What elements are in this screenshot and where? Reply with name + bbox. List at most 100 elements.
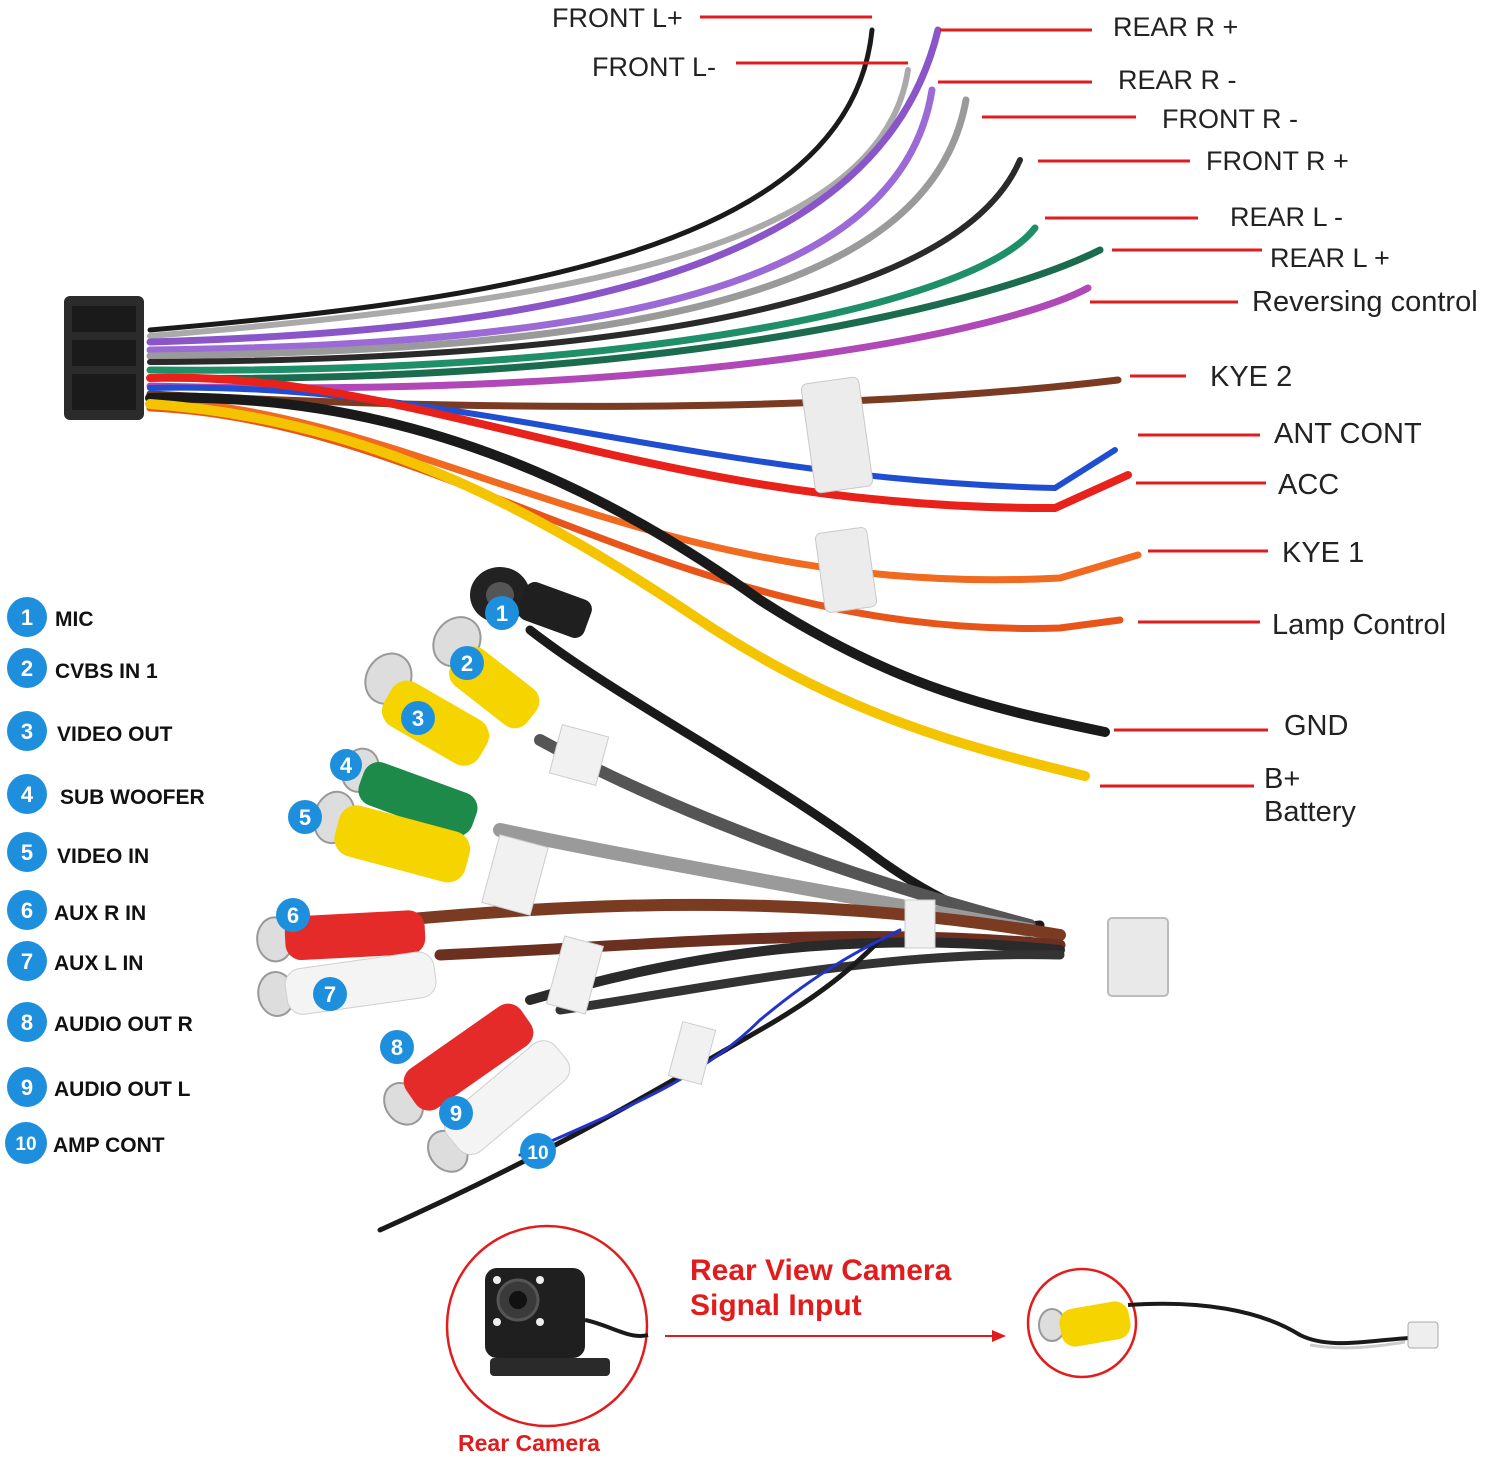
legend-item-aux-l-in: 7 AUX L IN bbox=[7, 941, 143, 981]
svg-text:AUDIO OUT L: AUDIO OUT L bbox=[54, 1078, 191, 1101]
wire-tag bbox=[814, 527, 878, 613]
legend-item-audio-out-l: 9 AUDIO OUT L bbox=[7, 1067, 191, 1107]
camera-icon bbox=[485, 1268, 649, 1376]
plug-badge-5: 5 bbox=[288, 800, 322, 834]
legend: 1 MIC 2 CVBS IN 1 3 VIDEO OUT 4 SUB WOOFER 5… bbox=[5, 597, 205, 1164]
label-acc: ACC bbox=[1278, 469, 1339, 501]
wire-tag bbox=[481, 834, 549, 916]
svg-text:2: 2 bbox=[461, 651, 473, 676]
svg-text:3: 3 bbox=[21, 719, 33, 744]
label-kye1: KYE 1 bbox=[1282, 537, 1364, 569]
legend-item-amp-cont: 10 AMP CONT bbox=[5, 1122, 165, 1164]
plug-badge-9: 9 bbox=[439, 1096, 473, 1130]
wire-blue-ant bbox=[147, 384, 1118, 492]
svg-text:SUB WOOFER: SUB WOOFER bbox=[60, 786, 205, 809]
wire-green-rear-l-minus bbox=[146, 224, 1039, 374]
rear-camera-section: Rear Camera Rear View Camera Signal Inpu… bbox=[445, 1224, 1439, 1456]
rca-plug-9 bbox=[427, 1040, 571, 1173]
svg-text:9: 9 bbox=[450, 1101, 462, 1126]
svg-text:2: 2 bbox=[21, 656, 33, 681]
wire-orange-kye1 bbox=[146, 396, 1142, 584]
label-reversing-control: Reversing control bbox=[1252, 286, 1478, 318]
wire-black-front-l-plus bbox=[147, 27, 875, 333]
wire-tag bbox=[667, 1020, 717, 1086]
svg-text:7: 7 bbox=[324, 982, 336, 1007]
wire-tag bbox=[546, 935, 604, 1015]
svg-text:8: 8 bbox=[391, 1035, 403, 1060]
wire-yellow-bplus bbox=[145, 399, 1090, 781]
rca-harness-connector bbox=[1107, 917, 1169, 997]
plug-badge-6: 6 bbox=[276, 898, 310, 932]
legend-item-video-in: 5 VIDEO IN bbox=[7, 832, 149, 872]
svg-text:VIDEO OUT: VIDEO OUT bbox=[57, 723, 173, 746]
legend-item-mic: 1 MIC bbox=[7, 597, 94, 637]
plug-badge-4: 4 bbox=[330, 749, 362, 781]
svg-text:5: 5 bbox=[21, 840, 33, 865]
svg-text:4: 4 bbox=[340, 753, 353, 778]
plug-badge-1: 1 bbox=[485, 596, 519, 630]
wire-green-rear-l-plus bbox=[146, 246, 1104, 382]
plug-badges: 1 2 3 4 5 6 7 8 9 10 bbox=[276, 596, 556, 1169]
svg-text:1: 1 bbox=[21, 605, 33, 630]
wire-black-front-r-plus bbox=[147, 157, 1023, 365]
label-rear-l-minus: REAR L - bbox=[1230, 202, 1343, 232]
label-lamp-control: Lamp Control bbox=[1272, 609, 1446, 641]
plug-badge-2: 2 bbox=[450, 646, 484, 680]
svg-text:AUX R IN: AUX R IN bbox=[54, 902, 146, 925]
label-bplus: B+ bbox=[1264, 763, 1300, 795]
svg-text:7: 7 bbox=[21, 949, 33, 974]
legend-item-cvbs-in-1: 2 CVBS IN 1 bbox=[7, 648, 158, 688]
svg-text:AUX L IN: AUX L IN bbox=[54, 952, 143, 975]
label-front-l-plus: FRONT L+ bbox=[552, 3, 683, 33]
svg-text:3: 3 bbox=[412, 706, 424, 731]
label-kye2: KYE 2 bbox=[1210, 361, 1292, 393]
rca-plug-8 bbox=[383, 1003, 534, 1126]
rca-harness-wires bbox=[377, 625, 1066, 1233]
plug-badge-10: 10 bbox=[520, 1133, 556, 1169]
plug-badge-3: 3 bbox=[401, 701, 435, 735]
rca-plug-5 bbox=[312, 790, 471, 883]
signal-input-cable bbox=[1038, 1301, 1439, 1350]
svg-text:1: 1 bbox=[496, 601, 508, 626]
legend-item-aux-r-in: 6 AUX R IN bbox=[7, 890, 146, 930]
signal-title-line1: Rear View Camera bbox=[690, 1254, 952, 1287]
label-front-l-minus: FRONT L- bbox=[592, 52, 716, 82]
rear-camera-caption: Rear Camera bbox=[458, 1430, 600, 1456]
wire-gray-front-l-minus bbox=[147, 67, 911, 339]
plug-badge-8: 8 bbox=[380, 1030, 414, 1064]
wire-purple-rear-r-plus bbox=[146, 26, 942, 346]
svg-text:CVBS IN 1: CVBS IN 1 bbox=[55, 660, 158, 683]
plug-badge-7: 7 bbox=[313, 977, 347, 1011]
wire-brown-kye2 bbox=[146, 376, 1122, 410]
rca-plugs bbox=[256, 616, 571, 1173]
legend-item-video-out: 3 VIDEO OUT bbox=[7, 711, 173, 751]
label-rear-l-plus: REAR L + bbox=[1270, 243, 1390, 273]
leader-lines bbox=[700, 15, 1268, 788]
label-rear-r-minus: REAR R - bbox=[1118, 65, 1237, 95]
svg-text:10: 10 bbox=[527, 1143, 548, 1164]
rca-plug-6 bbox=[256, 910, 426, 963]
svg-text:5: 5 bbox=[299, 805, 311, 830]
signal-title-line2: Signal Input bbox=[690, 1289, 862, 1322]
wire-tag bbox=[800, 376, 874, 494]
label-ant-cont: ANT CONT bbox=[1274, 418, 1422, 450]
label-rear-r-plus: REAR R + bbox=[1113, 12, 1238, 42]
svg-text:AMP CONT: AMP CONT bbox=[53, 1134, 165, 1157]
svg-text:6: 6 bbox=[21, 898, 33, 923]
svg-text:9: 9 bbox=[21, 1075, 33, 1100]
wire-violet-reversing bbox=[146, 284, 1092, 392]
svg-text:4: 4 bbox=[21, 782, 34, 807]
rca-plug-3 bbox=[364, 652, 490, 766]
svg-text:10: 10 bbox=[15, 1134, 36, 1155]
wire-gray-front-r-minus bbox=[146, 96, 970, 360]
svg-text:VIDEO IN: VIDEO IN bbox=[57, 845, 149, 868]
legend-item-sub-woofer: 4 SUB WOOFER bbox=[7, 774, 205, 814]
label-gnd: GND bbox=[1284, 710, 1348, 742]
harness-wires bbox=[145, 26, 1142, 781]
svg-text:MIC: MIC bbox=[55, 608, 94, 631]
label-front-r-plus: FRONT R + bbox=[1206, 146, 1349, 176]
harness-connector bbox=[64, 296, 144, 420]
wire-red-acc bbox=[146, 373, 1132, 513]
